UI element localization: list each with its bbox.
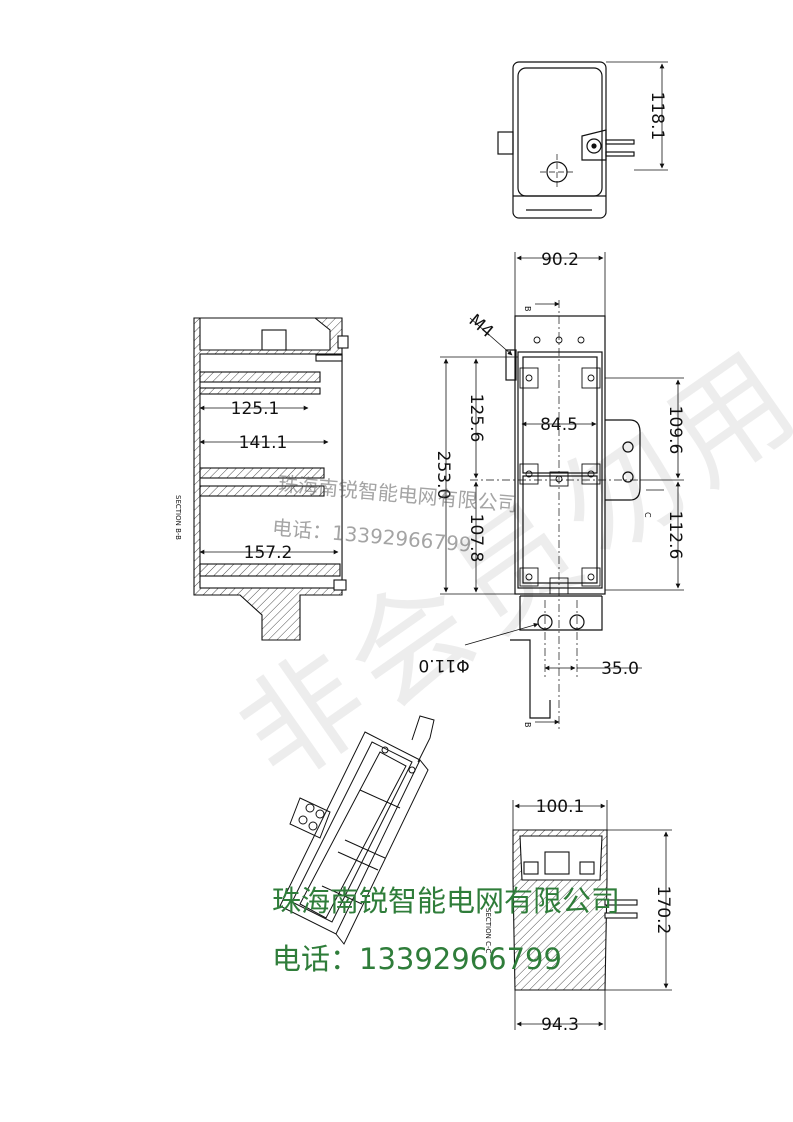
dim-hole-dia: Φ11.0 [418, 655, 469, 675]
dim-front-width: 90.2 [541, 250, 579, 270]
section-c-dimensions [512, 800, 672, 1030]
dim-depth-2: 141.1 [239, 433, 288, 453]
watermark-company-green: 珠海南锐智能电网有限公司 [272, 884, 621, 918]
dim-total-height: 253.0 [433, 451, 453, 500]
section-marker-c: C [643, 512, 652, 518]
section-b-dimensions [199, 405, 339, 555]
section-b-label: SECTION B-B [174, 495, 182, 540]
dim-bottom-width: 94.3 [541, 1015, 579, 1035]
dim-pitch-lower: 107.8 [466, 514, 486, 563]
dim-top-height-label: 118.1 [647, 92, 667, 141]
section-c-view [512, 829, 638, 991]
dim-inner-width: 84.5 [540, 415, 578, 435]
dim-bottom-top-width: 100.1 [536, 797, 585, 817]
dim-hole-spacing: 35.0 [601, 659, 639, 679]
dim-depth-3: 157.2 [244, 543, 293, 563]
isometric-view [279, 715, 435, 945]
section-c-label: SECTION C-C [484, 908, 492, 953]
dim-right-upper: 109.6 [665, 406, 685, 455]
front-dimensions [440, 252, 684, 725]
dim-pitch-upper: 125.6 [466, 394, 486, 443]
dim-right-lower: 112.6 [665, 511, 685, 560]
section-marker-b-bottom: B [523, 722, 532, 728]
section-marker-b-top: B [523, 306, 532, 312]
section-b-view [193, 317, 349, 641]
top-view [497, 61, 635, 219]
dim-top-height [606, 61, 668, 171]
watermark-phone-green: 电话：13392966799 [272, 942, 562, 976]
dim-depth-1: 125.1 [231, 399, 280, 419]
dim-bottom-height: 170.2 [653, 886, 673, 935]
